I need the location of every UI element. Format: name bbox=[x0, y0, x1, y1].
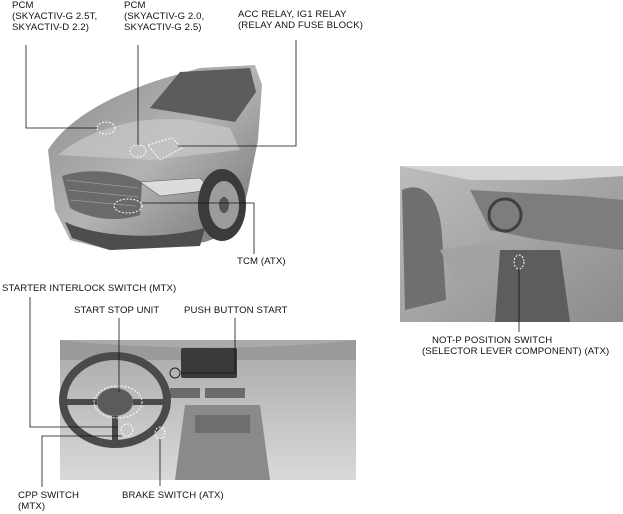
label-line: BRAKE SWITCH (ATX) bbox=[122, 490, 224, 501]
label-acc-relay: ACC RELAY, IG1 RELAY (RELAY AND FUSE BLO… bbox=[238, 9, 363, 31]
label-cpp-switch: CPP SWITCH (MTX) bbox=[18, 490, 79, 512]
label-line: SKYACTIV-D 2.2) bbox=[12, 22, 90, 33]
label-line: ACC RELAY, IG1 RELAY bbox=[238, 9, 347, 20]
interior-side-illustration bbox=[400, 166, 623, 322]
label-line: START STOP UNIT bbox=[74, 305, 160, 316]
label-line: PCM bbox=[12, 0, 34, 11]
label-starter-interlock-switch: STARTER INTERLOCK SWITCH (MTX) bbox=[2, 283, 176, 294]
label-pcm-skyactiv-g25t: PCM (SKYACTIV-G 2.5T, SKYACTIV-D 2.2) bbox=[12, 0, 97, 33]
label-line: NOT-P POSITION SWITCH bbox=[432, 335, 553, 346]
label-line: PCM bbox=[124, 0, 146, 11]
label-line: STARTER INTERLOCK SWITCH (MTX) bbox=[2, 283, 177, 294]
label-not-p-position-switch: NOT-P POSITION SWITCH (SELECTOR LEVER CO… bbox=[422, 335, 609, 357]
label-start-stop-unit: START STOP UNIT bbox=[74, 305, 159, 316]
car-exterior-illustration bbox=[48, 65, 262, 250]
label-line: SKYACTIV-G 2.5) bbox=[124, 22, 202, 33]
label-line: (SKYACTIV-G 2.0, bbox=[124, 11, 205, 22]
label-line: TCM (ATX) bbox=[237, 256, 286, 267]
label-line: PUSH BUTTON START bbox=[184, 305, 288, 316]
label-pcm-skyactiv-g20: PCM (SKYACTIV-G 2.0, SKYACTIV-G 2.5) bbox=[124, 0, 204, 33]
label-line: (SELECTOR LEVER COMPONENT) (ATX) bbox=[422, 346, 610, 357]
label-line: CPP SWITCH bbox=[18, 490, 80, 501]
label-brake-switch: BRAKE SWITCH (ATX) bbox=[122, 490, 224, 501]
leader-lines bbox=[25, 40, 520, 487]
label-line: (RELAY AND FUSE BLOCK) bbox=[238, 20, 363, 31]
label-line: (SKYACTIV-G 2.5T, bbox=[12, 11, 98, 22]
label-tcm: TCM (ATX) bbox=[237, 256, 286, 267]
label-push-button-start: PUSH BUTTON START bbox=[184, 305, 288, 316]
label-line: (MTX) bbox=[18, 501, 46, 512]
dashboard-illustration bbox=[59, 340, 356, 480]
